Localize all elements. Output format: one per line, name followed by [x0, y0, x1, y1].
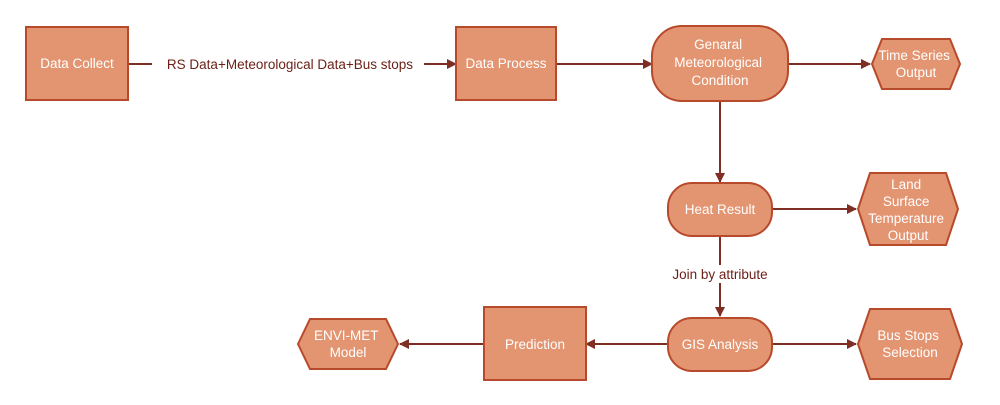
- node-data-collect: Data Collect: [25, 26, 129, 101]
- node-gis-analysis: GIS Analysis: [667, 317, 773, 372]
- node-heat-result: Heat Result: [667, 182, 773, 237]
- node-bus-stops-selection-label: Bus Stops Selection: [877, 328, 942, 360]
- edge-label-heat-to-gis-text: Join by attribute: [672, 267, 767, 282]
- node-prediction: Prediction: [483, 306, 587, 381]
- edge-label-collect-to-process: RS Data+Meteorological Data+Bus stops: [152, 55, 424, 73]
- edge-label-collect-to-process-text: RS Data+Meteorological Data+Bus stops: [167, 57, 413, 72]
- node-bus-stops-selection: Bus Stops Selection: [856, 308, 964, 380]
- node-general-condition: Genaral Meteorological Condition: [651, 25, 789, 102]
- node-prediction-label: Prediction: [505, 337, 565, 352]
- node-envi-met-model: ENVI-MET Model: [296, 318, 400, 370]
- edge-label-heat-to-gis: Join by attribute: [664, 265, 776, 283]
- node-gis-analysis-label: GIS Analysis: [682, 337, 759, 352]
- node-data-collect-label: Data Collect: [40, 56, 114, 71]
- node-time-series-output-label: Time Series Output: [878, 48, 953, 80]
- node-data-process: Data Process: [455, 26, 557, 101]
- node-general-condition-label: Genaral Meteorological Condition: [674, 37, 766, 88]
- node-lst-output-label: Land Surface Temperature Output: [868, 177, 948, 243]
- node-time-series-output: Time Series Output: [870, 38, 962, 90]
- node-data-process-label: Data Process: [465, 56, 546, 71]
- node-heat-result-label: Heat Result: [685, 202, 756, 217]
- node-lst-output: Land Surface Temperature Output: [856, 172, 960, 246]
- node-envi-met-model-label: ENVI-MET Model: [314, 328, 382, 360]
